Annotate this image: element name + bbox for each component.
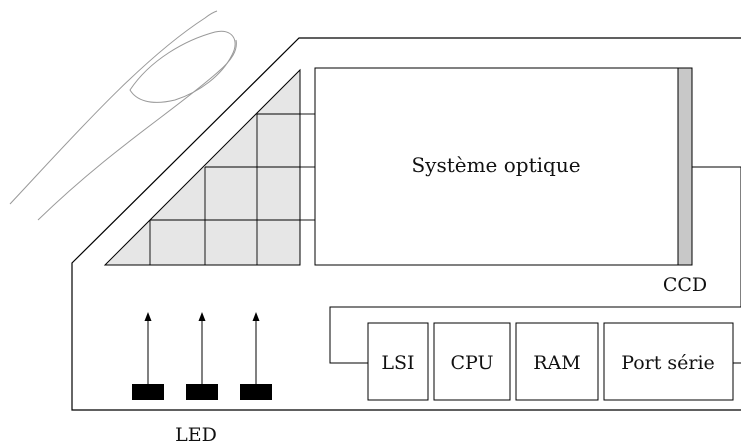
prism (103, 68, 301, 266)
led-1 (132, 312, 164, 400)
chip-serial-port: Port série (603, 322, 734, 401)
arrow-up-icon (144, 312, 152, 321)
arrow-up-icon (198, 312, 206, 321)
finger-outline (9, 10, 237, 221)
arrow-up-icon (252, 312, 260, 321)
chip-lsi-label: LSI (381, 352, 414, 374)
chip-ram-label: RAM (533, 352, 580, 374)
led-label: LED (175, 424, 217, 446)
wiring (329, 166, 741, 364)
ccd-sensor (677, 67, 693, 266)
ccd-wire (329, 166, 741, 364)
chip-lsi: LSI (367, 322, 429, 401)
device-housing (71, 37, 741, 411)
chip-ram: RAM (515, 322, 599, 401)
led-array (132, 312, 272, 400)
optical-system-box (314, 67, 679, 266)
chip-cpu-label: CPU (450, 352, 493, 374)
chip-serial-port-label: Port série (621, 352, 715, 374)
led-2 (186, 312, 218, 400)
chip-cpu: CPU (433, 322, 511, 401)
led-3 (240, 312, 272, 400)
light-rays (300, 113, 315, 221)
ccd-label: CCD (663, 274, 707, 296)
fingernail-outline (129, 30, 236, 103)
optical-system-label: Système optique (411, 153, 580, 177)
prism-grid (149, 113, 300, 265)
